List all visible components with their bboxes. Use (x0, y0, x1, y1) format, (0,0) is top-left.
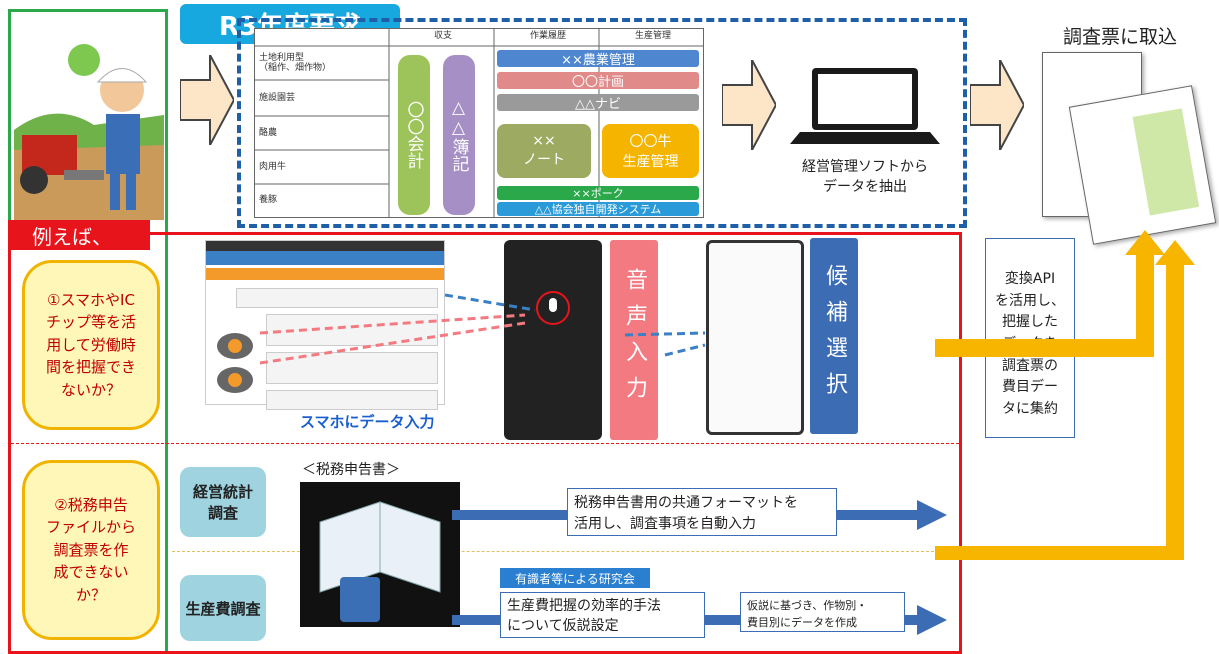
tax-book-illustration (300, 482, 460, 627)
smartphone-caption: スマホにデータ入力 (300, 413, 435, 431)
data-creation-box: 仮説に基づき、作物別・ 費目別にデータを作成 (740, 592, 905, 632)
arrow-right-2 (722, 60, 776, 150)
software-caption: 経営管理ソフトから データを抽出 (802, 159, 928, 195)
row-label-greenhouse: 施設園芸 (259, 93, 296, 104)
tax-note: 税務申告書用の共通フォーマットを 活用し、調査事項を自動入力 (567, 488, 837, 536)
question-bubble-1: ①スマホやIC チップ等を活 用して労働時 間を把握でき ないか？ (22, 260, 160, 430)
item-note: ×× ノート (497, 124, 591, 178)
yellow-arrows (935, 230, 1195, 560)
dashed-arrows (259, 293, 706, 365)
col-header-work-history: 作業履歴 (529, 31, 566, 42)
example-frame (8, 232, 962, 654)
arrow-right-3 (970, 60, 1024, 150)
item-farm-mgmt: ××農業管理 (497, 50, 699, 68)
col-header-income: 収支 (433, 31, 452, 42)
item-accounting: 〇〇会計 (398, 55, 430, 215)
phone-screen-candidates (706, 240, 804, 435)
tax-doc-label: ＜税務申告書＞ (302, 462, 400, 478)
section-divider-yellow (172, 551, 959, 552)
example-label: 例えば、 (8, 220, 150, 250)
item-assoc: △△協会独自開発システム (497, 202, 699, 216)
survey2-box: 生産費調査 (180, 575, 266, 641)
microphone-icon (536, 291, 570, 325)
survey-form-doc-2 (1068, 85, 1217, 245)
item-navi: △△ナビ (497, 94, 699, 112)
orange-button-icons (217, 333, 253, 393)
laptop-icon (790, 68, 940, 144)
col-header-production: 生産管理 (634, 31, 671, 42)
question-bubble-2: ②税務申告 ファイルから 調査票を作 成できない か？ (22, 460, 160, 640)
item-bookkeeping: △△簿記 (443, 55, 475, 215)
api-note: 変換API を活用し、 把握した データを 調査票の 費目デー タに集約 (985, 238, 1075, 438)
research-label: 有識者等による研究会 (500, 568, 650, 588)
row-label-pig: 養豚 (259, 195, 278, 206)
item-cattle: 〇〇牛 生産管理 (602, 124, 699, 178)
import-label: 調査票に取込 (1062, 26, 1177, 48)
r3-dashed-frame (237, 18, 967, 228)
item-plan: 〇〇計画 (497, 72, 699, 90)
phone-screen-voice (504, 240, 602, 440)
arrow-right-1 (180, 55, 234, 145)
candidate-select-label: 候補選択 (810, 238, 858, 434)
item-pork: ××ポーク (497, 186, 699, 200)
farmer-illustration (14, 44, 164, 220)
voice-input-label: 音声入力 (610, 240, 658, 440)
section-divider (11, 443, 959, 444)
row-label-dairy: 酪農 (259, 128, 278, 139)
row-label-beef: 肉用牛 (259, 162, 287, 173)
hypothesis-box: 生産費把握の効率的手法 について仮説設定 (500, 592, 705, 638)
survey1-box: 経営統計 調査 (180, 467, 266, 537)
row-label-land: 土地利用型 （稲作、畑作物） (259, 53, 332, 73)
